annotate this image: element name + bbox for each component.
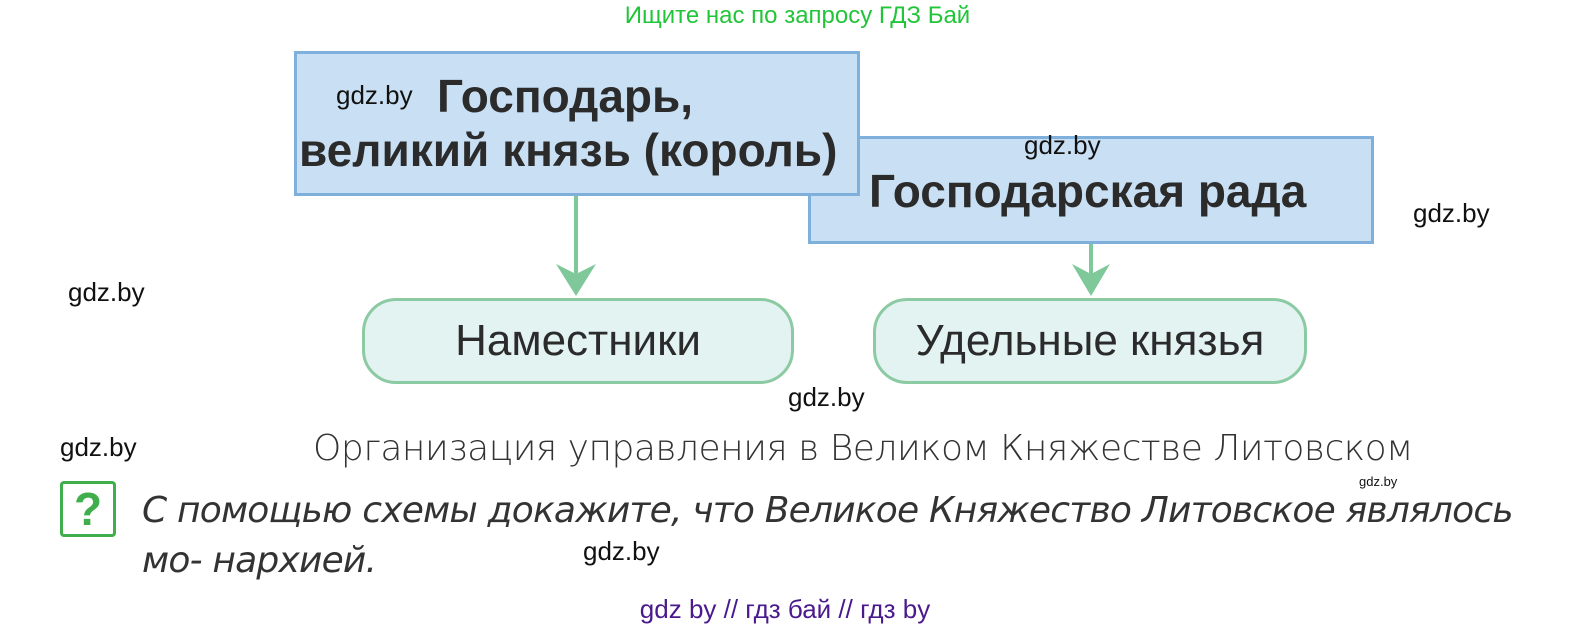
node-ruler: Господарь, великий князь (король) (294, 51, 860, 196)
watermark: gdz.by (583, 536, 660, 566)
watermark: gdz.by (788, 382, 865, 412)
watermark: gdz.by (1024, 130, 1101, 160)
watermark: gdz.by (60, 432, 137, 462)
question-text: С помощью схемы докажите, что Великое Кн… (142, 490, 1514, 581)
footer-links: gdz by // гдз бай // гдз by (639, 594, 931, 624)
watermark: gdz.by (1413, 198, 1490, 228)
node-rada: Господарская рада (808, 136, 1374, 244)
arrow-ruler-to-governors-icon (556, 196, 596, 296)
question-icon: ? (60, 481, 116, 537)
node-princes: Удельные князья (873, 298, 1307, 384)
node-rada-label: Господарская рада (869, 165, 1307, 217)
search-banner: Ищите нас по запросу ГДЗ Бай (624, 2, 971, 29)
diagram-title: Организация управления в Великом Княжест… (313, 428, 1413, 469)
watermark: gdz.by (68, 277, 145, 307)
node-ruler-line1: Господарь, (437, 70, 694, 122)
node-governors: Наместники (362, 298, 794, 384)
arrow-rada-to-princes-icon (1072, 244, 1110, 296)
watermark: gdz.by (336, 80, 413, 110)
watermark: gdz.by (1359, 474, 1398, 489)
node-ruler-line2: великий князь (король) (299, 124, 838, 176)
